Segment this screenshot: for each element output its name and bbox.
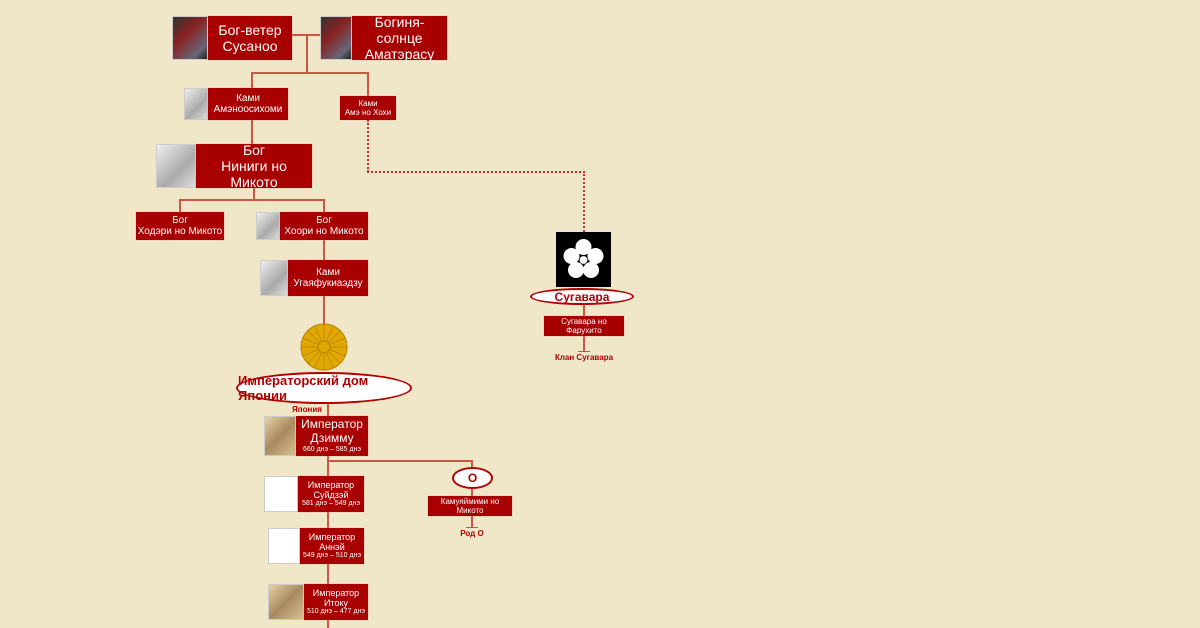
- suizei-portrait: [264, 476, 298, 512]
- house-label[interactable]: Род О: [460, 529, 484, 538]
- connector: [251, 72, 369, 74]
- node-name: Сусаноо: [222, 38, 278, 54]
- connector: [323, 240, 325, 260]
- node-name: Ходэри но Микото: [137, 226, 223, 237]
- node-dates: 549 днэ – 510 днэ: [302, 552, 362, 560]
- oshihomi-portrait: [184, 88, 208, 120]
- hoori-portrait: [256, 212, 280, 240]
- node-dates: 510 днэ – 477 днэ: [306, 608, 366, 616]
- house-sugawara[interactable]: Сугавара: [530, 288, 634, 305]
- connector: [179, 199, 181, 212]
- connector: [251, 72, 253, 88]
- connector: [306, 35, 308, 73]
- house-imperial[interactable]: Императорский дом Японии: [236, 372, 412, 404]
- node-name: Итоку: [323, 597, 349, 608]
- amaterasu-portrait: [320, 16, 352, 60]
- node-title: Император: [307, 479, 355, 490]
- node-name: Аматэрасу: [364, 46, 435, 63]
- node-name: Хоори но Микото: [284, 226, 364, 237]
- connector: [327, 404, 329, 628]
- node-title: Император: [301, 417, 363, 432]
- node-title: Император: [308, 531, 356, 542]
- node-name: Угаяфукиаэдзу: [293, 278, 363, 289]
- node-name: Ниниги но Микото: [221, 157, 287, 191]
- connector: [466, 527, 478, 528]
- connector: [328, 460, 472, 462]
- jimmu-portrait: [264, 416, 296, 456]
- node-title: Богиня-солнце: [374, 13, 425, 46]
- node-title: Ками: [236, 92, 260, 104]
- itoku-portrait: [268, 584, 304, 620]
- node-name: Аннэй: [319, 541, 345, 552]
- node-name: Амэ но Хохи: [344, 108, 392, 117]
- susanoo-portrait: [172, 16, 208, 60]
- node-dates: 581 днэ – 549 днэ: [301, 500, 361, 508]
- node-dates: 660 днэ – 585 днэ: [302, 445, 362, 453]
- connector: [179, 199, 325, 201]
- node-name: Камуяймими но Микото: [440, 496, 500, 515]
- connector: [471, 460, 473, 468]
- house-o[interactable]: О: [452, 467, 493, 489]
- connector: [367, 72, 369, 96]
- node-name: Сугавара но Фарухито: [561, 316, 607, 335]
- sugawara-ume-crest-icon: [556, 232, 611, 287]
- node-title: Бог-ветер: [218, 21, 282, 38]
- node-name: Суйдзэй: [313, 489, 349, 500]
- connector: [323, 199, 325, 212]
- connector: [253, 188, 255, 200]
- annei-portrait: [268, 528, 300, 564]
- dotted-connector: [583, 171, 585, 232]
- node-title: Император: [312, 587, 360, 598]
- connector: [323, 296, 325, 326]
- house-label[interactable]: Клан Сугавара: [554, 353, 614, 362]
- ugaya-portrait: [260, 260, 288, 296]
- house-label[interactable]: Япония: [292, 405, 322, 414]
- node-title: Бог: [242, 141, 266, 158]
- node-title: Ками: [358, 98, 378, 108]
- dotted-connector: [367, 171, 585, 173]
- node-name: Амэноосихоми: [213, 104, 283, 115]
- node-kamuyaimimi[interactable]: Камуяймими но Микото: [428, 496, 512, 516]
- node-furuhito[interactable]: Сугавара но Фарухито: [544, 316, 624, 336]
- node-name: Дзимму: [310, 430, 354, 445]
- node-title: Ками: [316, 266, 340, 278]
- dotted-connector: [367, 120, 369, 172]
- node-title: Бог: [172, 214, 188, 226]
- chrysanthemum-crest-icon: [300, 323, 348, 371]
- node-title: Бог: [316, 214, 332, 226]
- connector: [251, 120, 253, 144]
- ninigi-portrait: [156, 144, 196, 188]
- connector: [578, 351, 590, 352]
